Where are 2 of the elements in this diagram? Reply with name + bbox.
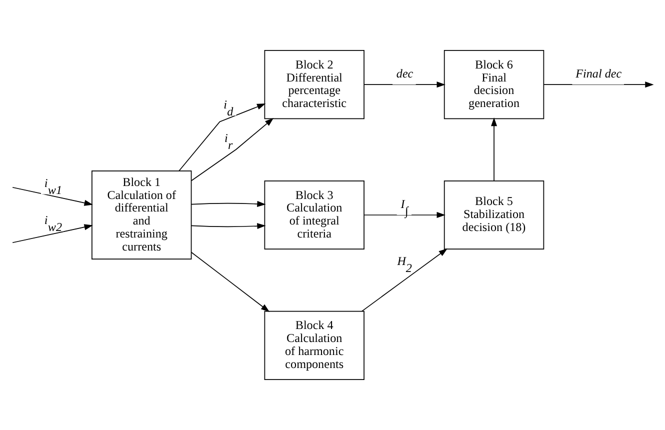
edge-label: dec [396,66,414,80]
edge-label: Final dec [576,66,622,80]
